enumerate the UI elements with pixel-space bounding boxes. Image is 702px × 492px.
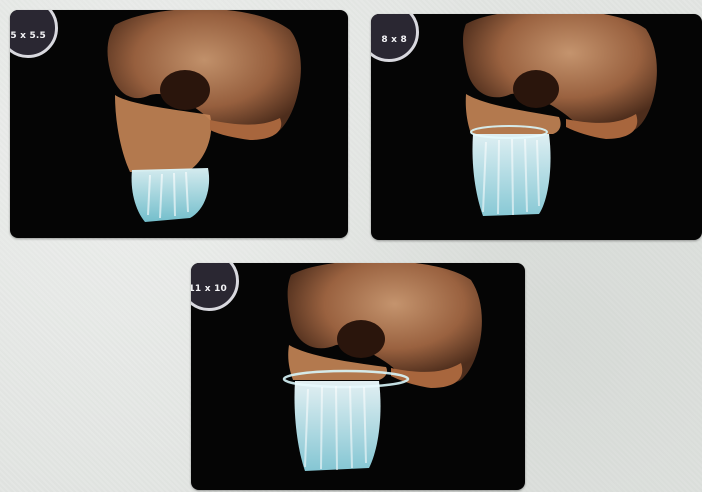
fov-label: 8 x 8 — [381, 35, 407, 45]
cbct-scan-panel-medium: 8 x 8 — [371, 14, 702, 240]
skull-scan-image — [10, 10, 348, 238]
skull-scan-image — [191, 263, 525, 490]
fov-label: 5 x 5.5 — [10, 31, 46, 41]
fov-label: 11 x 10 — [191, 284, 227, 294]
orbit-shape — [160, 70, 210, 110]
cbct-scan-panel-large: 11 x 10 — [191, 263, 525, 490]
skull-scan-image — [371, 14, 702, 240]
orbit-shape — [513, 70, 559, 108]
cbct-scan-panel-small: 5 x 5.5 — [10, 10, 348, 238]
orbit-shape — [337, 320, 385, 358]
teeth-scan-region — [132, 168, 210, 222]
